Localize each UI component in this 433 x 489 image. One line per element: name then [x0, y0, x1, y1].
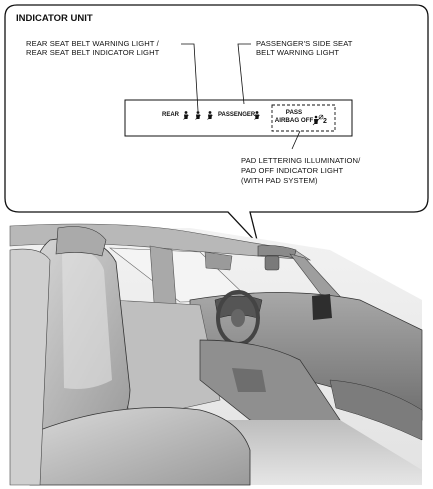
car-interior-illustration [9, 223, 423, 486]
seat-belt-icon [183, 111, 189, 120]
pad-label-line2: AIRBAG OFF [274, 117, 314, 124]
leader-pad-lettering [291, 130, 301, 150]
callout-rear-seat-belt-line2: REAR SEAT BELT INDICATOR LIGHT [26, 48, 160, 57]
pad-box [271, 104, 336, 132]
seat-belt-icon [195, 111, 201, 120]
seat-belt-icon [254, 111, 260, 120]
leader-rear-seat-belt [181, 43, 199, 112]
panel-rear-label: REAR [162, 112, 180, 118]
callout-pad-lettering-line2: PAD OFF INDICATOR LIGHT [241, 166, 344, 175]
seat-belt-icon [207, 111, 213, 120]
callout-pad-lettering-line3: (WITH PAD SYSTEM) [241, 176, 318, 185]
leader-passenger-side [237, 43, 251, 105]
panel-passenger-label: PASSENGER [218, 112, 256, 118]
indicator-panel [124, 99, 353, 137]
page-title: INDICATOR UNIT [16, 13, 93, 24]
callout-rear-seat-belt-line1: REAR SEAT BELT WARNING LIGHT / [26, 39, 159, 48]
callout-pad-lettering-line1: PAD LETTERING ILLUMINATION/ [241, 156, 361, 165]
callout-passenger-side-line1: PASSENGER'S SIDE SEAT [256, 39, 353, 48]
pad-seat-number: 2 [323, 118, 327, 125]
callout-passenger-side-line2: BELT WARNING LIGHT [256, 48, 340, 57]
pad-label-line1: PASS [285, 109, 303, 116]
airbag-off-icon [312, 114, 324, 126]
